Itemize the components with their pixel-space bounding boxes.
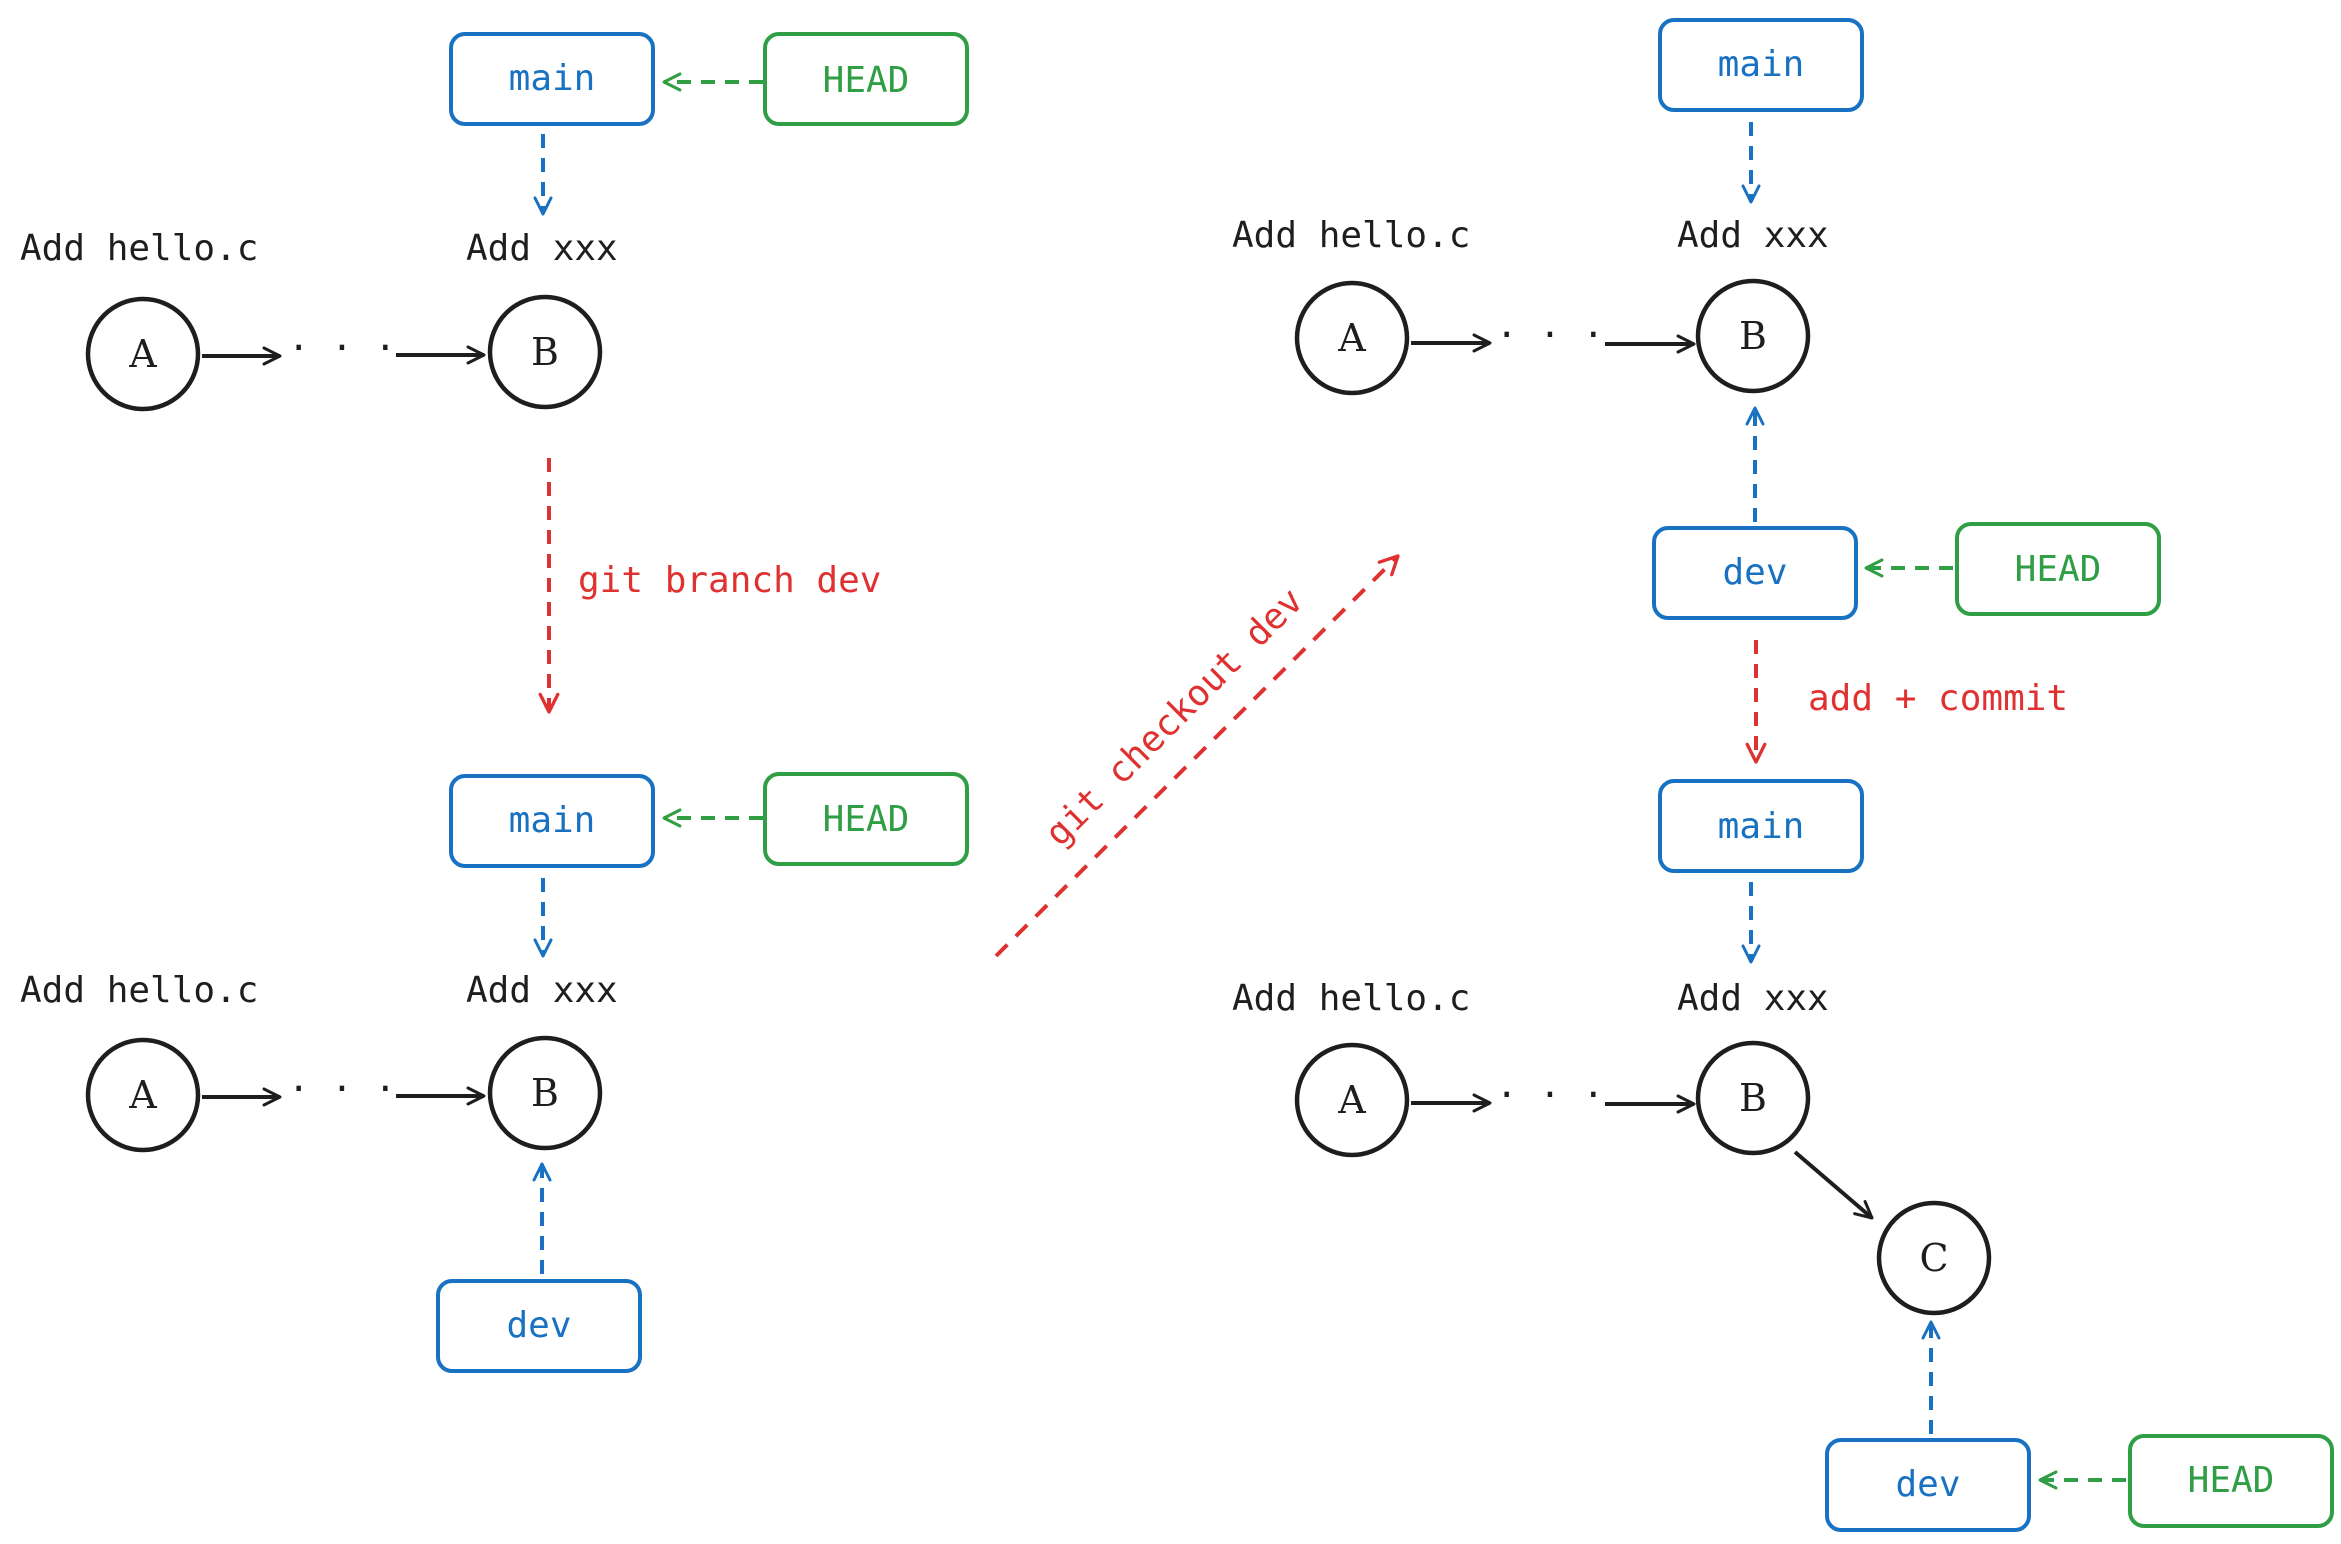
git-checkout-label: git checkout dev — [1037, 580, 1311, 854]
commit-a-node — [1294, 1042, 1410, 1158]
operation-git-checkout: git checkout dev — [994, 554, 1400, 958]
commit-b-node — [487, 294, 603, 410]
head-box — [763, 772, 969, 866]
dev-branch-box — [1652, 526, 1858, 620]
ellipsis: · · · — [288, 1069, 396, 1110]
commit-b-letter: B — [1739, 1076, 1767, 1120]
add-commit-label: add + commit — [1808, 678, 2068, 719]
commit-b-node — [1695, 278, 1811, 394]
panel-initial-state: HEAD main Add hello.c Add xxx A · · · B — [20, 32, 969, 412]
main-branch-label: main — [509, 58, 596, 99]
commit-b-message: Add xxx — [466, 228, 618, 269]
commit-a-node — [85, 296, 201, 412]
commit-a-message: Add hello.c — [1232, 215, 1470, 256]
main-branch-box — [449, 774, 655, 868]
dev-branch-box — [436, 1279, 642, 1373]
head-box — [1955, 522, 2161, 616]
commit-a-node — [85, 1037, 201, 1153]
commit-b-node — [487, 1035, 603, 1151]
ellipsis: · · · — [288, 328, 396, 369]
dev-branch-label: dev — [1722, 552, 1787, 593]
head-box — [763, 32, 969, 126]
dev-branch-box — [1825, 1438, 2031, 1532]
panel-after-checkout: main Add hello.c Add xxx A · · · B dev H… — [1232, 18, 2161, 620]
commit-a-letter: A — [1337, 316, 1366, 360]
ellipsis: · · · — [1496, 1075, 1604, 1116]
head-label: HEAD — [823, 799, 910, 840]
commit-a-node — [1294, 280, 1410, 396]
git-branch-label: git branch dev — [578, 560, 881, 601]
commit-b-letter: B — [531, 330, 559, 374]
operation-add-commit: add + commit — [1745, 640, 2068, 764]
commit-b-letter: B — [1739, 314, 1767, 358]
commit-c-letter: C — [1919, 1236, 1948, 1280]
main-branch-label: main — [509, 800, 596, 841]
main-branch-box — [1658, 779, 1864, 873]
commit-b-message: Add xxx — [1677, 978, 1829, 1019]
panel-after-commit: main Add hello.c Add xxx A · · · B C dev… — [1232, 779, 2334, 1532]
dev-branch-label: dev — [1895, 1464, 1960, 1505]
panel-after-branch: HEAD main Add hello.c Add xxx A · · · B … — [20, 772, 969, 1373]
head-label: HEAD — [823, 60, 910, 101]
commit-b-letter: B — [531, 1071, 559, 1115]
git-checkout-arrow — [994, 554, 1400, 958]
head-label: HEAD — [2188, 1460, 2275, 1501]
commit-a-message: Add hello.c — [20, 970, 258, 1011]
ellipsis: · · · — [1496, 315, 1604, 356]
head-box — [2128, 1434, 2334, 1528]
commit-a-letter: A — [1337, 1078, 1366, 1122]
main-branch-box — [1658, 18, 1864, 112]
commit-a-message: Add hello.c — [20, 228, 258, 269]
main-branch-label: main — [1718, 44, 1805, 85]
commit-b-message: Add xxx — [466, 970, 618, 1011]
commit-b-message: Add xxx — [1677, 215, 1829, 256]
b-to-c-arrow — [1793, 1150, 1874, 1220]
commit-b-node — [1695, 1040, 1811, 1156]
main-branch-label: main — [1718, 806, 1805, 847]
operation-git-branch: git branch dev — [538, 458, 881, 714]
commit-a-letter: A — [128, 1073, 157, 1117]
main-branch-box — [449, 32, 655, 126]
commit-c-node — [1876, 1200, 1992, 1316]
commit-a-message: Add hello.c — [1232, 978, 1470, 1019]
commit-a-letter: A — [128, 332, 157, 376]
head-label: HEAD — [2015, 549, 2102, 590]
dev-branch-label: dev — [506, 1305, 571, 1346]
